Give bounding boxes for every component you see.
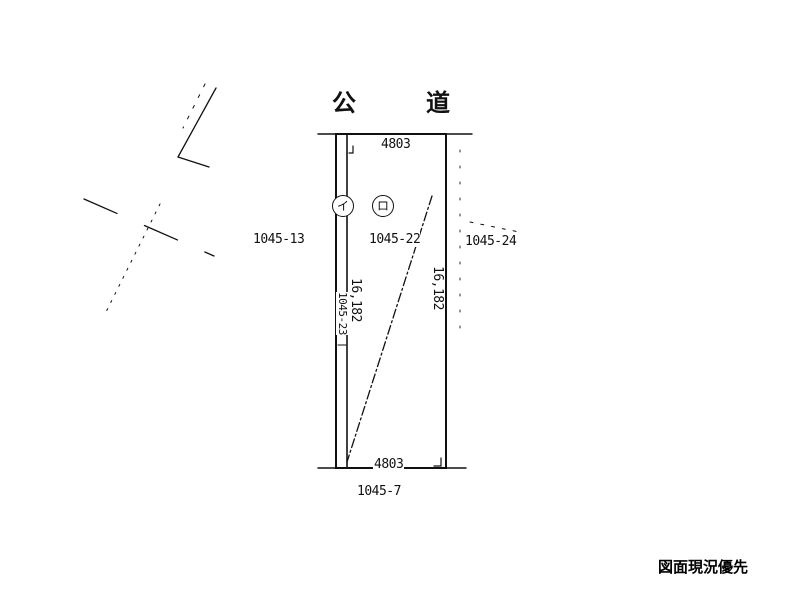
inner-depth-label: 16,182 <box>348 278 363 322</box>
strip-lot-label: 1045-23 <box>336 292 349 335</box>
road-label-char-2: 道 <box>426 88 450 117</box>
corner-mark-bottom <box>433 457 442 467</box>
right-depth-label: 16,182 <box>430 266 445 310</box>
corner-mark-top <box>348 145 354 154</box>
scan-stray-lines <box>83 83 520 331</box>
neighbor-left-label: 1045-13 <box>253 232 305 247</box>
top-width-label: 4803 <box>381 137 411 152</box>
lot-number-label: 1045-22 <box>369 232 421 247</box>
marker-i: イ <box>332 195 354 217</box>
neighbor-right-label: 1045-24 <box>465 234 517 249</box>
bottom-width-label: 4803 <box>373 457 405 472</box>
marker-ro: ロ <box>372 195 394 217</box>
neighbor-bottom-label: 1045-7 <box>357 484 401 499</box>
drawing-note: 図面現況優先 <box>657 558 748 576</box>
road-label-char-1: 公 <box>332 88 356 117</box>
